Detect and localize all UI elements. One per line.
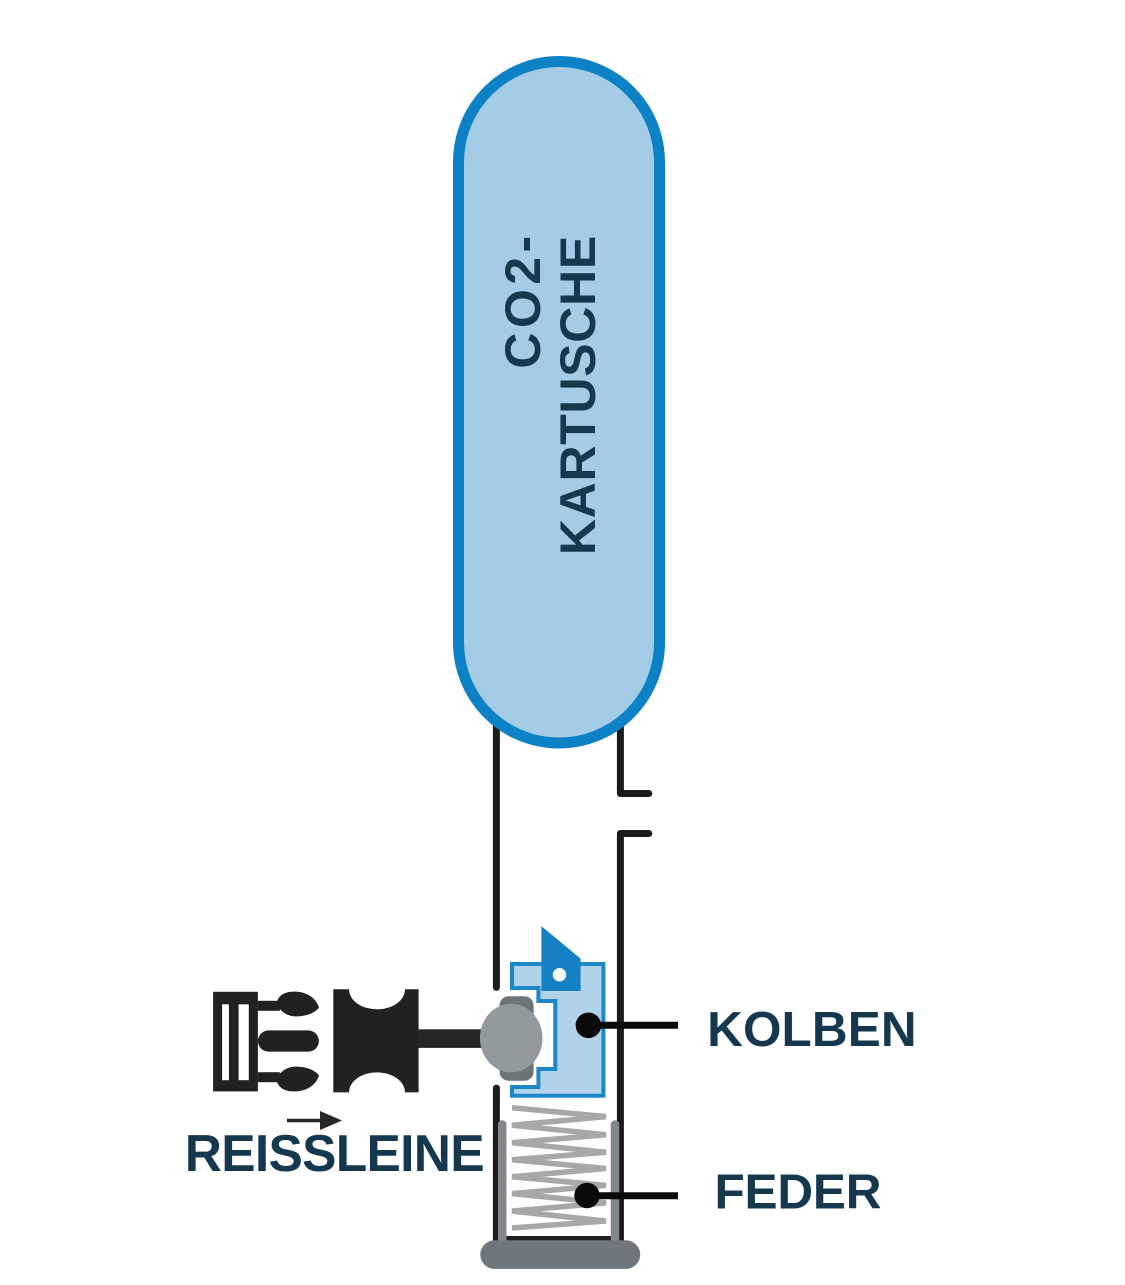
svg-text:FEDER: FEDER bbox=[715, 1165, 882, 1220]
svg-text:KARTUSCHE: KARTUSCHE bbox=[550, 236, 606, 555]
svg-text:KOLBEN: KOLBEN bbox=[707, 1002, 917, 1057]
svg-text:REISSLEINE: REISSLEINE bbox=[185, 1124, 485, 1182]
svg-text:CO2-: CO2- bbox=[495, 236, 551, 369]
